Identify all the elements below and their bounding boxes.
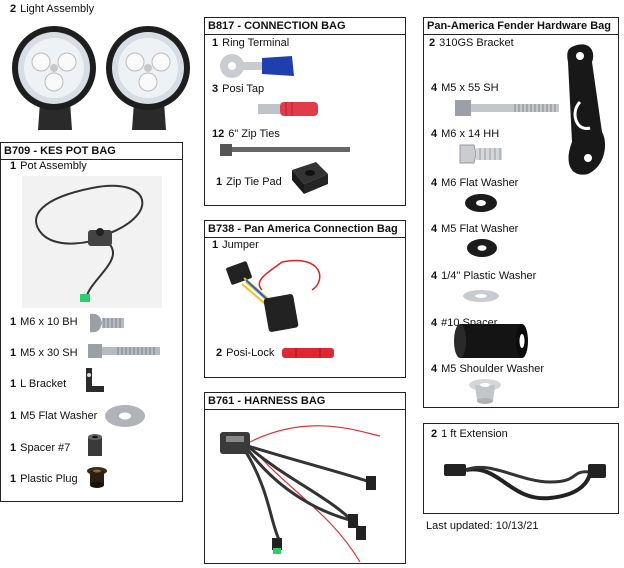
pan-america-connection-bag-title: B738 - Pan America Connection Bag	[205, 221, 405, 238]
extension-image	[444, 464, 606, 501]
light-assembly-image	[12, 26, 190, 130]
kes-pot-bag-title: B709 - KES POT BAG	[1, 143, 182, 160]
m5x55sh-image	[455, 100, 559, 116]
m6x10bh-image	[90, 313, 124, 333]
plastic-plug-image	[87, 467, 107, 488]
shoulder-washer-image	[469, 379, 501, 404]
jumper-image	[226, 259, 321, 332]
connection-bag-title: B817 - CONNECTION BAG	[205, 18, 405, 35]
kes-m5-flat-washer-image	[105, 405, 145, 427]
m6-flat-washer-image	[465, 194, 497, 212]
fender-hardware-bag-title: Pan-America Fender Hardware Bag	[424, 18, 618, 35]
zip-ties-image	[220, 144, 350, 156]
posi-tap-image	[258, 102, 318, 116]
pot-assembly-image	[22, 176, 162, 308]
m5x30sh-image	[88, 344, 160, 358]
m6x14hh-image	[459, 144, 502, 164]
zip-tie-pad-image	[292, 162, 328, 194]
bracket-310gs-image	[567, 44, 606, 175]
plastic-washer-image	[463, 290, 499, 302]
spacer-7-image	[88, 434, 102, 456]
ring-terminal-image	[220, 54, 294, 78]
last-updated: Last updated: 10/13/21	[426, 520, 539, 532]
posi-lock-image	[282, 348, 334, 358]
spacer-10-image	[454, 324, 528, 358]
harness-bag-title: B761 - HARNESS BAG	[205, 393, 405, 410]
harness-image	[220, 425, 381, 563]
fender-m5-flat-washer-image	[467, 239, 497, 257]
l-bracket-image	[86, 368, 104, 392]
